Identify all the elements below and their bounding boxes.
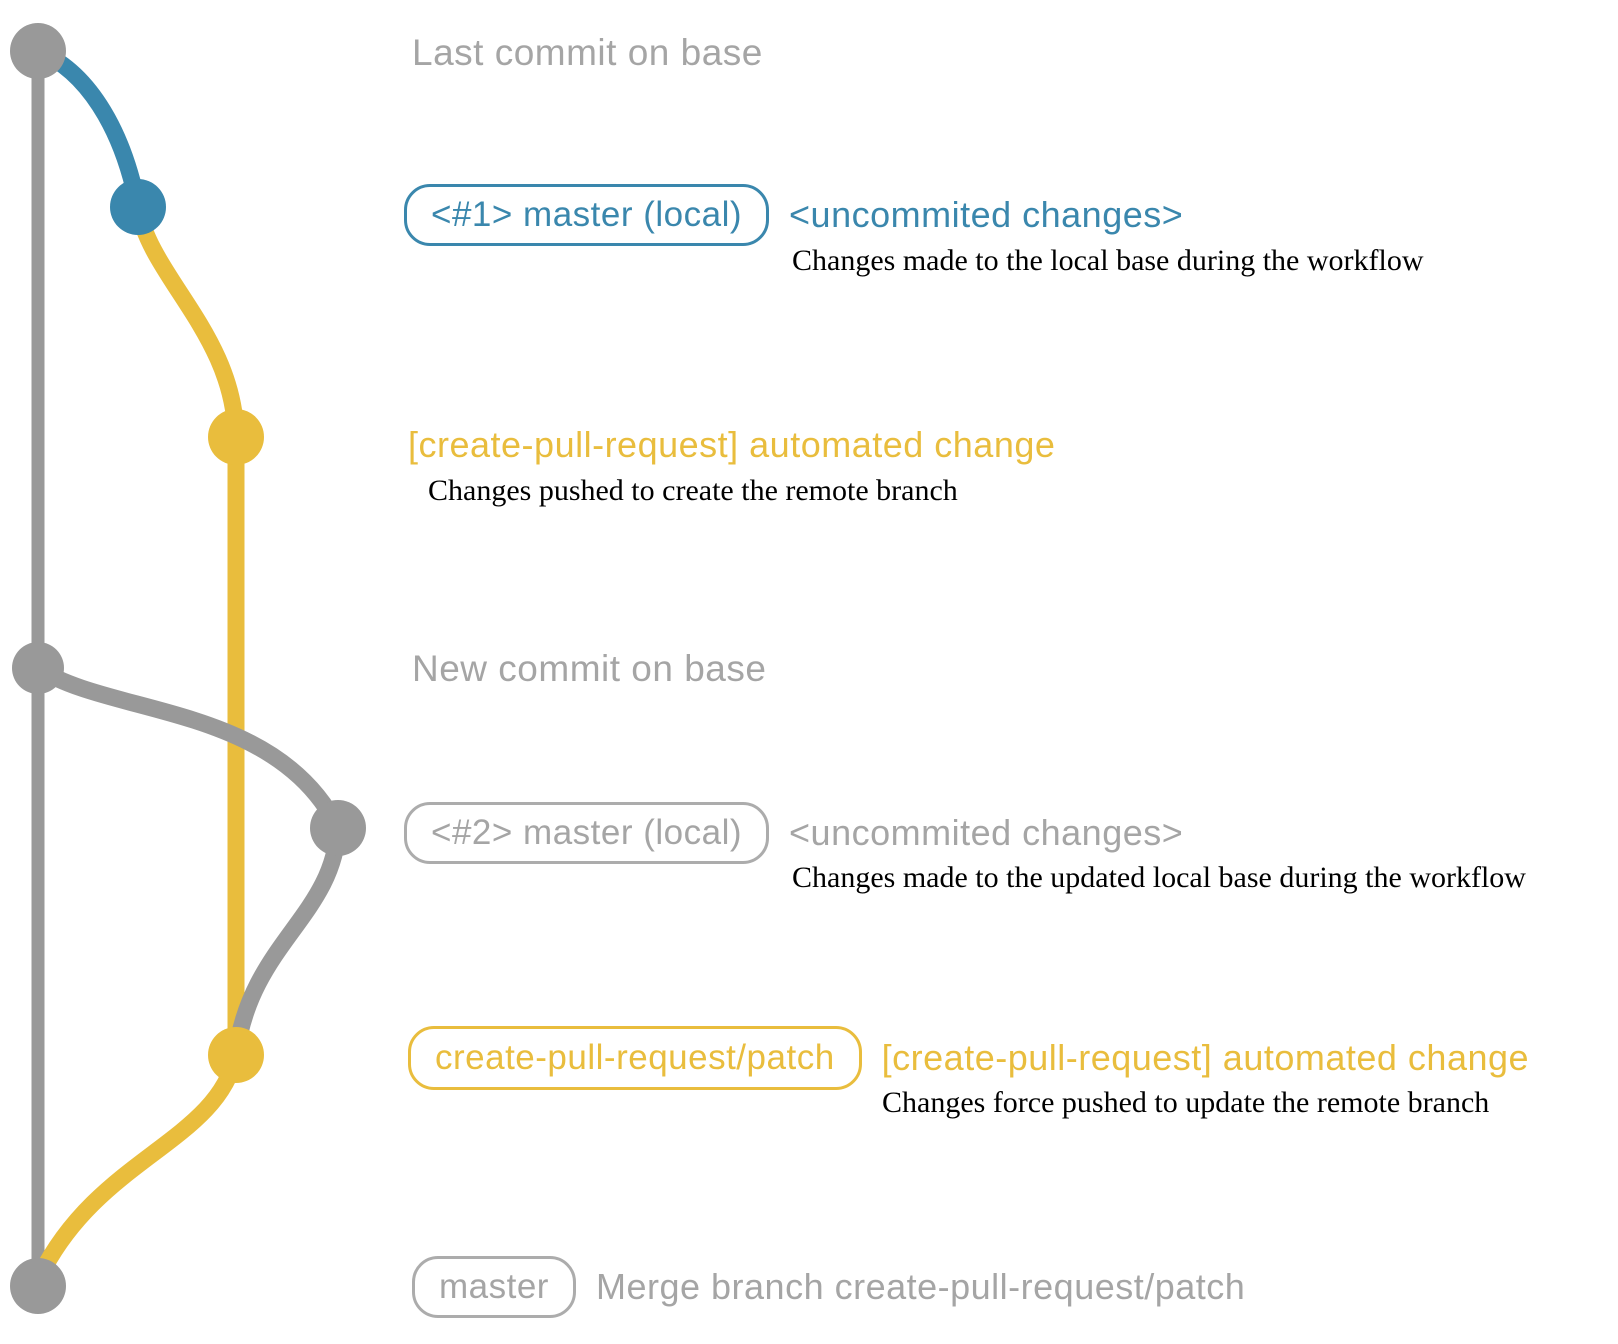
merge-title: Merge branch create-pull-request/patch (595, 1266, 1246, 1307)
local-master-1-row: <#1> master (local) <uncommited changes> (404, 184, 1183, 246)
local-master-1-badge: <#1> master (local) (404, 184, 770, 246)
new-commit-label: New commit on base (412, 648, 767, 689)
local-master-2-row: <#2> master (local) <uncommited changes> (404, 802, 1183, 864)
patch-branch-badge: create-pull-request/patch (408, 1026, 862, 1090)
local-master-2-title: <uncommited changes> (789, 812, 1184, 853)
merge-row: master Merge branch create-pull-request/… (412, 1256, 1245, 1318)
push-1-title: [create-pull-request] automated change (408, 424, 1056, 465)
push-2-description: Changes force pushed to update the remot… (882, 1086, 1490, 1119)
commit-dot-local-master-2 (310, 800, 366, 856)
commit-dot-merge (10, 1258, 66, 1314)
commit-dot-new-on-base (12, 642, 64, 694)
local-master-2-branch-line (33, 660, 347, 1057)
commit-dot-remote-patch-1 (208, 409, 264, 465)
push-1-description: Changes pushed to create the remote bran… (428, 474, 958, 507)
local-master-1-description: Changes made to the local base during th… (792, 244, 1424, 277)
local-master-1-title: <uncommited changes> (789, 194, 1184, 235)
commit-dot-local-master-1 (110, 179, 166, 235)
create-pull-request-patch-branch-line (32, 205, 245, 1280)
commit-graph (10, 23, 366, 1314)
local-master-2-description: Changes made to the updated local base d… (792, 861, 1526, 894)
master-badge: master (412, 1256, 576, 1318)
commit-dot-last-on-base (10, 23, 66, 79)
last-commit-label: Last commit on base (412, 32, 763, 73)
push-2-title: [create-pull-request] automated change (881, 1037, 1530, 1078)
commit-dot-remote-patch-2 (208, 1027, 264, 1083)
patch-branch-row: create-pull-request/patch [create-pull-r… (408, 1026, 1529, 1090)
local-master-2-badge: <#2> master (local) (404, 802, 770, 864)
